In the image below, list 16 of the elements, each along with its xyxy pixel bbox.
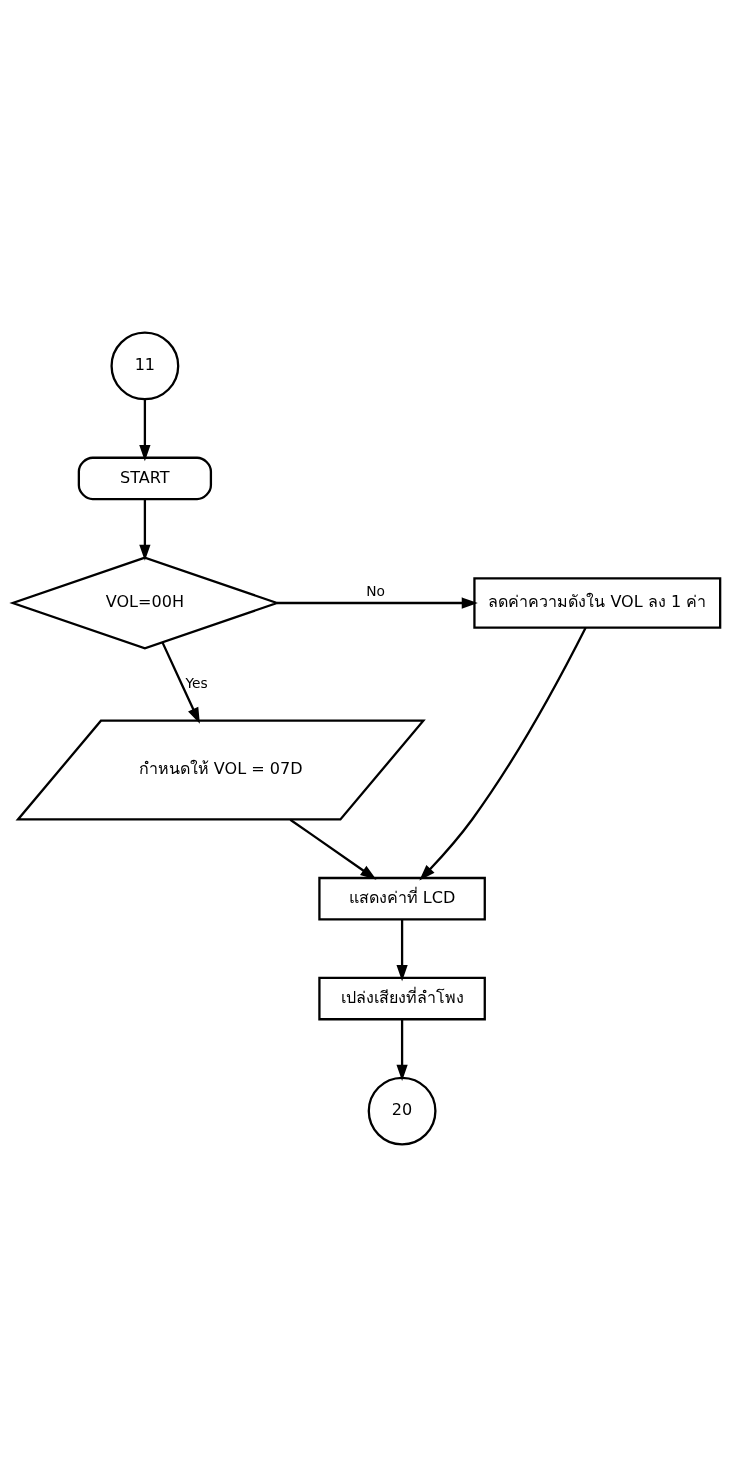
arrow <box>139 499 151 561</box>
arrow <box>161 641 200 724</box>
arrow <box>289 818 377 880</box>
node-box: แสดงค่าที่ LCD <box>318 876 486 921</box>
node-box: ลดค่าความดังใน VOL ลง 1 ค่า <box>473 577 722 629</box>
arrow <box>419 627 587 881</box>
edge-label: Yes <box>185 675 208 692</box>
node-circle: 11 <box>110 331 180 401</box>
arrow <box>276 597 478 609</box>
arrow <box>396 919 408 982</box>
edge-label: No <box>366 582 386 599</box>
arrow <box>396 1019 408 1081</box>
node-box: START <box>77 456 213 501</box>
node-circle: 20 <box>367 1076 437 1146</box>
arrow <box>139 399 151 462</box>
node-box: เปล่งเสียงที่ลำโพง <box>318 976 486 1021</box>
